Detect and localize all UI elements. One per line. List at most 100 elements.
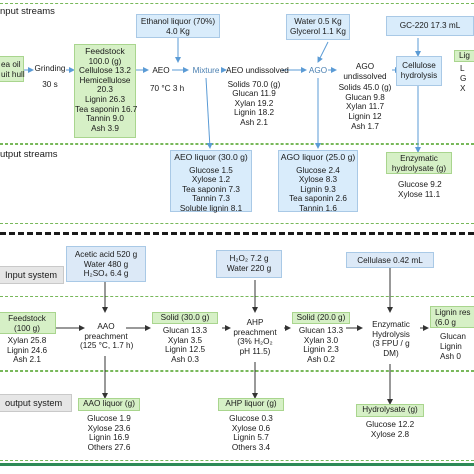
- h2o2-line: H₂O₂ 7.2 g: [229, 254, 269, 263]
- aeo-undissolved-line: Glucan 11.9: [232, 89, 276, 99]
- top-right-cut-box: Lig: [454, 50, 474, 62]
- aao-liquor-title: AAO liquor (g): [83, 399, 135, 408]
- aao-line: preachment: [84, 331, 128, 341]
- acid-line: Acetic acid 520 g: [74, 250, 138, 259]
- enzymatic-line: Hydrolysis: [372, 329, 410, 339]
- ago-liquor-line: Xylose 8.3: [298, 175, 338, 185]
- ahp-liquor-line: Xylose 0.6: [231, 423, 271, 433]
- input-streams-label: nput streams: [0, 6, 55, 17]
- bottom-feedstock-line: Xylan 25.8: [7, 336, 47, 345]
- output-streams-label: utput streams: [0, 149, 58, 160]
- acid-box: Acetic acid 520 g Water 480 g H₂SO₄ 6.4 …: [66, 246, 146, 282]
- hydrolysate-values: Glucose 12.2 Xylose 2.8: [356, 420, 424, 439]
- output-system-label-box: output system: [0, 394, 72, 412]
- grinding-label: Grinding: [34, 64, 66, 73]
- aao-line: (125 °C, 1.7 h): [80, 341, 134, 351]
- aao-liquor-line: Glucose 1.9: [87, 414, 131, 423]
- ethanol-liquor-box: Ethanol liquor (70%) 4.0 Kg: [136, 14, 220, 38]
- top-enzymatic-hydrolysate-box: Enzymatic hydrolysate (g): [386, 152, 452, 174]
- top-feedstock-line: Tea saponin 16.7: [75, 104, 138, 114]
- input-system-label: Input system: [5, 270, 58, 280]
- cellulase-line: Cellulase 0.42 mL: [357, 256, 423, 265]
- solid2-line: Ash 0.2: [307, 354, 335, 364]
- top-enzymatic-title-1: Enzymatic: [400, 154, 438, 163]
- source-line-2: uit hull: [1, 69, 25, 79]
- bottom-border: [0, 463, 474, 466]
- solid2-line: Lignin 2.3: [303, 345, 339, 355]
- ago-undissolved-line: Xylan 11.7: [345, 102, 385, 112]
- bottom-feedstock-line: Ash 2.1: [13, 355, 41, 365]
- enzymatic-line: DM): [383, 348, 399, 358]
- aeo-liquor-line: Soluble lignin 8.1: [179, 203, 243, 213]
- h2so4-line: H₂SO₄ 6.4 g: [83, 269, 129, 279]
- aeo-liquor-line: Tannin 7.3: [192, 194, 230, 204]
- ahp-liquor-title: AHP liquor (g): [225, 399, 277, 408]
- top-feedstock-line: Hemicellulose: [79, 75, 131, 85]
- cellulase-box: Cellulase 0.42 mL: [346, 252, 434, 268]
- top-right-cut-line: X: [460, 84, 466, 93]
- enzymatic-hydrolysis-step: Enzymatic Hydrolysis (3 FPU / g DM): [362, 320, 420, 358]
- aeo-liquor-line: Tea saponin 7.3: [182, 184, 240, 194]
- ago-liquor-title: AGO liquor (25.0 g): [280, 152, 356, 162]
- top-enzymatic-title-2: hydrolysate (g): [391, 163, 447, 173]
- hydrolysate-line: Glucose 12.2: [365, 420, 415, 429]
- grinding-step: Grinding 30 s: [33, 64, 67, 89]
- ahp-step: AHP preachment (3% H₂O₂ pH 11.5): [228, 318, 282, 356]
- bottom-feedstock-box: Feedstock (100 g): [0, 312, 56, 334]
- ago-liquor-line: Tannin 1.6: [299, 203, 337, 213]
- cellulose-hydrolysis-line-1: Cellulose: [402, 61, 436, 70]
- bottom-feedstock-line: Lignin 24.6: [6, 345, 48, 355]
- solid1-line: Glucan 13.3: [162, 326, 208, 335]
- water-line: Water 0.5 Kg: [294, 17, 342, 26]
- aeo-undissolved-title: AEO undissolved: [226, 66, 289, 75]
- aeo-undissolved-box: AEO undissolved Solids 70.0 (g) Glucan 1…: [226, 66, 289, 128]
- cellulose-hydrolysis-line-2: hydrolysis: [400, 70, 438, 80]
- h2o2-water-line: Water 220 g: [226, 263, 272, 273]
- aeo-condition: 70 °C 3 h: [150, 84, 185, 93]
- aeo-liquor-box: AEO liquor (30.0 g) Glucose 1.5 Xylose 1…: [170, 150, 252, 213]
- ago-liquor-line: Lignin 9.3: [300, 184, 336, 194]
- source-material-box: ea oil uit hull: [0, 56, 25, 82]
- hydrolysate-title: Hydrolysate (g): [362, 405, 418, 414]
- ago-liquor-line: Glucose 2.4: [296, 165, 340, 175]
- ahp-line: (3% H₂O₂: [237, 337, 273, 347]
- top-enzymatic-line: Glucose 9.2: [398, 180, 442, 189]
- aeo-liquor-title: AEO liquor (30.0 g): [174, 152, 248, 162]
- top-feedstock-box: Feedstock 100.0 (g) Cellulose 13.2 Hemic…: [74, 44, 138, 138]
- aeo-liquor-line: Xylose 1.2: [191, 175, 231, 185]
- solid2-values: Glucan 13.3 Xylan 3.0 Lignin 2.3 Ash 0.2: [292, 326, 350, 364]
- solid1-header: Solid (30.0 g): [152, 312, 218, 324]
- water-line: Water 480 g: [83, 259, 129, 269]
- output-system-label: output system: [5, 398, 63, 408]
- enzymatic-line: Enzymatic: [372, 320, 410, 329]
- grinding-time: 30 s: [42, 79, 58, 89]
- aeo-liquor-line: Glucose 1.5: [189, 165, 233, 175]
- ahp-liquor-line: Lignin 5.7: [233, 433, 269, 443]
- water-glycerol-box: Water 0.5 Kg Glycerol 1.1 Kg: [286, 14, 350, 40]
- bottom-output-band: [0, 371, 474, 461]
- ahp-liquor-line: Others 3.4: [231, 442, 271, 452]
- aeo-undissolved-line: Ash 2.1: [240, 117, 268, 127]
- aao-liquor-line: Xylose 23.6: [87, 423, 131, 433]
- h2o2-box: H₂O₂ 7.2 g Water 220 g: [216, 250, 282, 278]
- top-output-band: [0, 144, 474, 224]
- solid2-header: Solid (20.0 g): [292, 312, 350, 324]
- lignin-residue-line: Glucan: [440, 332, 466, 341]
- ago-undissolved-line: Lignin 12: [348, 111, 382, 121]
- ethanol-line-1: Ethanol liquor (70%): [140, 17, 216, 26]
- top-right-cut-title: Lig: [459, 51, 470, 60]
- top-enzymatic-line: Xylose 11.1: [398, 190, 441, 199]
- ahp-liquor-values: Glucose 0.3 Xylose 0.6 Lignin 5.7 Others…: [218, 414, 284, 452]
- ahp-line: AHP: [246, 318, 264, 327]
- top-feedstock-line: Lignin 26.3: [84, 94, 126, 104]
- ahp-line: pH 11.5): [239, 346, 271, 356]
- ago-liquor-line: Tea saponin 2.6: [289, 194, 347, 204]
- bottom-feedstock-title-2: (100 g): [14, 323, 40, 333]
- ahp-liquor-line: Glucose 0.3: [229, 414, 273, 423]
- aao-line: AAO: [97, 322, 115, 331]
- aeo-label: AEO: [152, 66, 170, 75]
- bottom-feedstock-title-1: Feedstock: [8, 314, 46, 323]
- solid2-title: Solid (20.0 g): [296, 313, 346, 322]
- top-right-cut-line: G: [460, 74, 467, 83]
- hydrolysate-header: Hydrolysate (g): [356, 404, 424, 417]
